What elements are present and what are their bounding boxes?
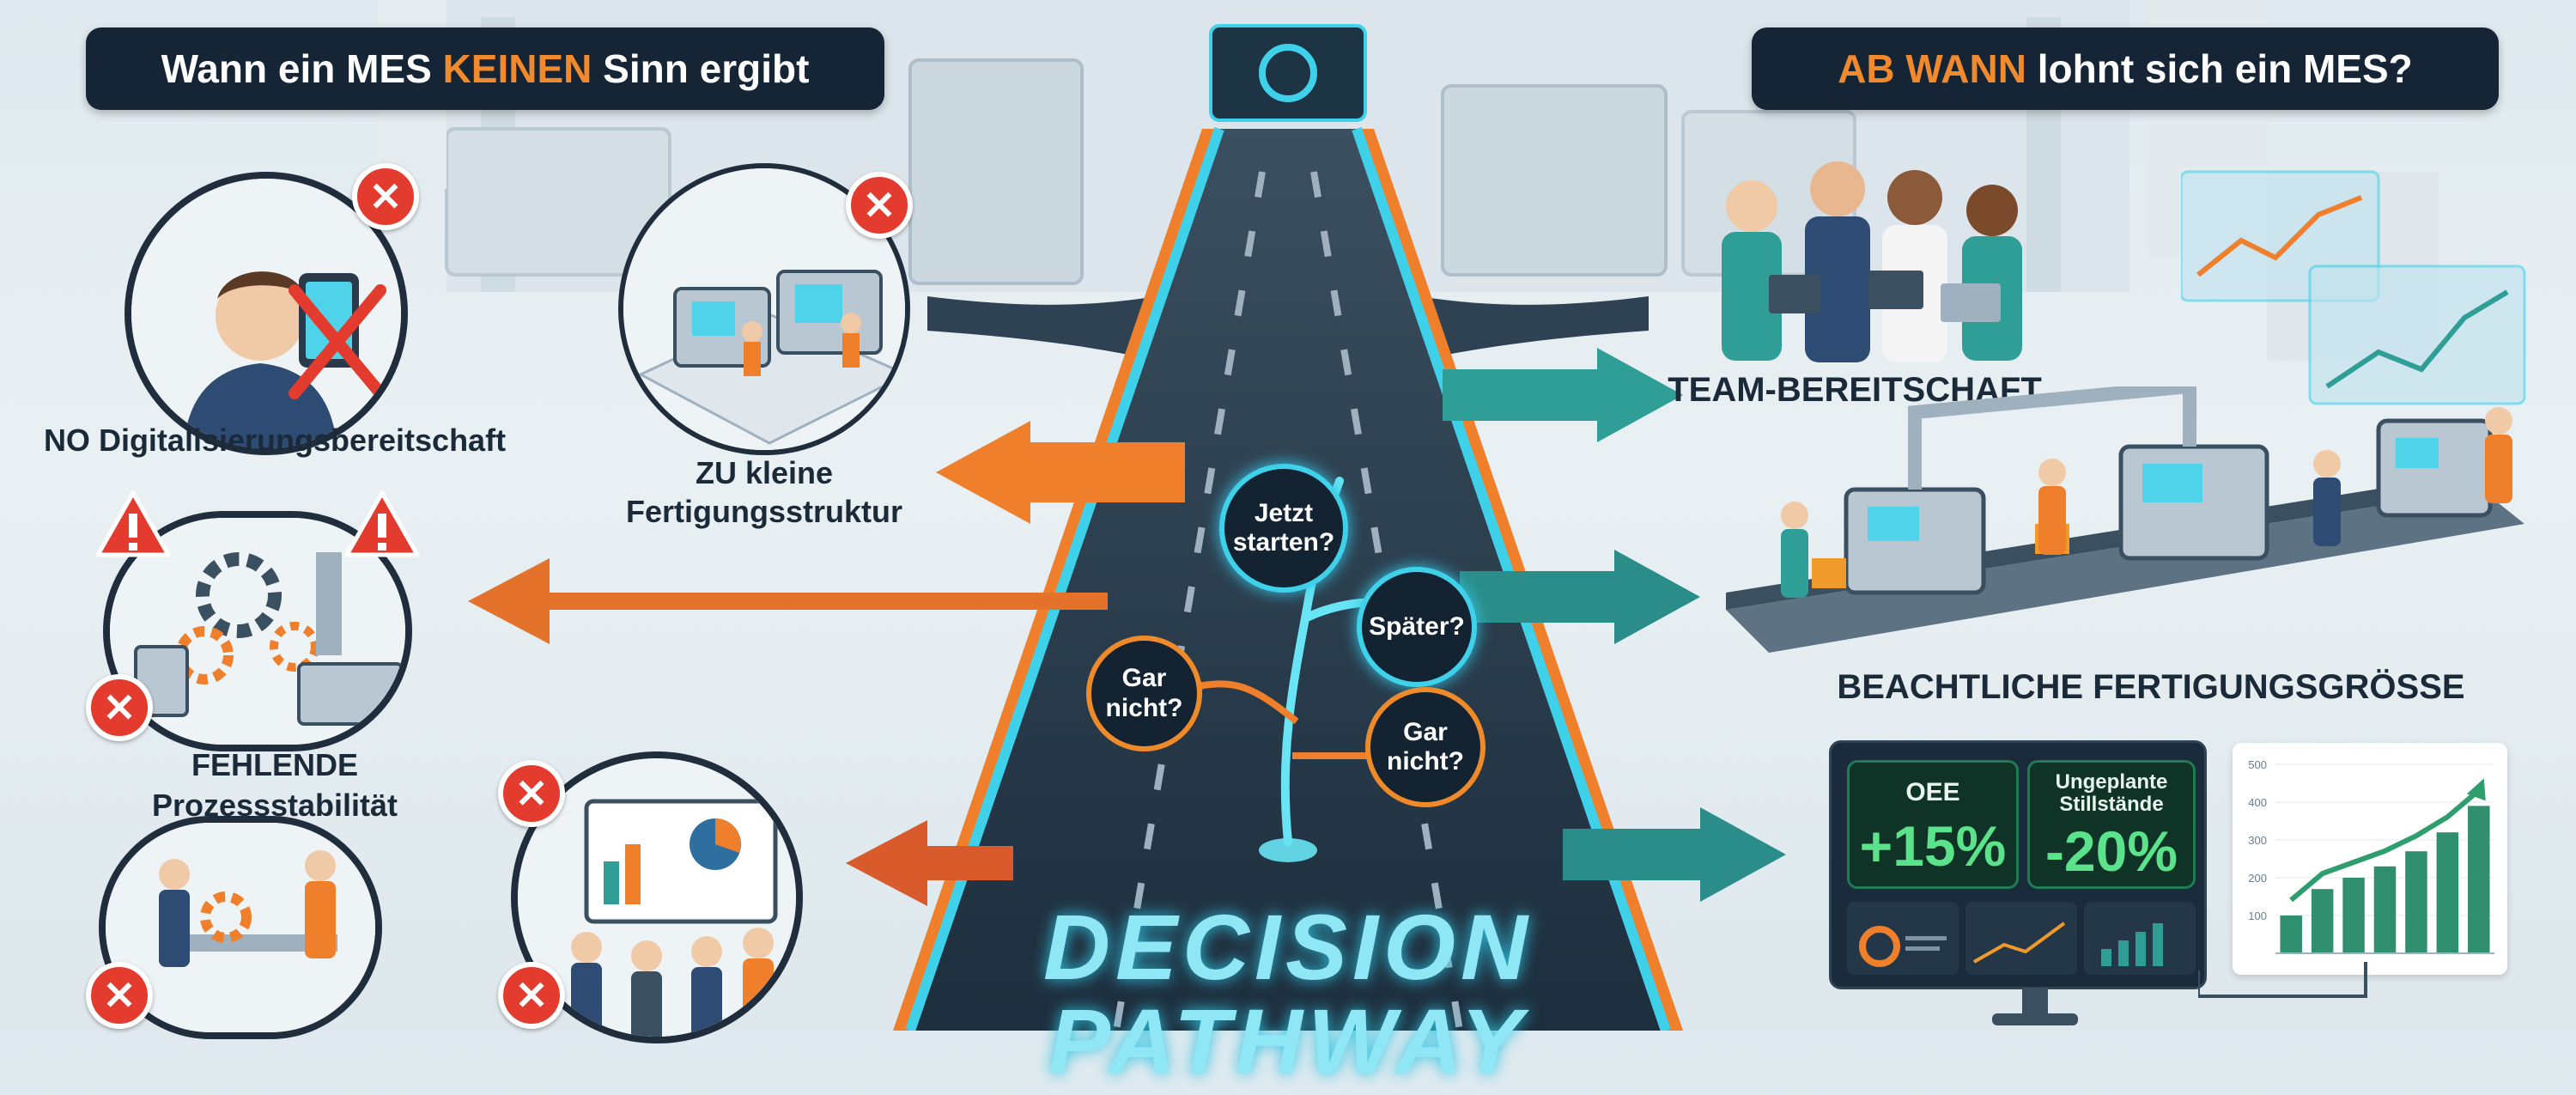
left-banner: Wann ein MES KEINEN Sinn ergibt xyxy=(86,27,884,110)
monitor-stand xyxy=(1992,988,2078,1025)
warning-icon xyxy=(95,490,171,557)
right-banner: AB WANN lohnt sich ein MES? xyxy=(1752,27,2499,110)
bar xyxy=(2436,832,2459,953)
close-icon: ✕ xyxy=(352,163,419,230)
decision-never-a-l2: nicht? xyxy=(1105,693,1183,722)
team-illustration xyxy=(1683,129,2044,386)
kpi-downtime-label-l1: Ungeplante xyxy=(2055,770,2168,794)
arrow-right-3 xyxy=(1563,807,1786,902)
close-icon: ✕ xyxy=(498,760,565,827)
road-title-1: DECISION xyxy=(1042,895,1534,999)
bar xyxy=(2405,851,2427,953)
label-process-stability: FEHLENDE Prozessstabilität xyxy=(112,745,438,826)
label-small-manufacturing-l2: Fertigungsstruktur xyxy=(625,494,902,529)
road-title-2: PATHWAY xyxy=(1048,989,1528,1093)
close-icon: ✕ xyxy=(846,172,913,239)
growth-chart: 500 400 300 200 100 xyxy=(2248,758,2494,954)
arrow-right-2 xyxy=(1460,550,1700,644)
decision-later-bubble: Später? xyxy=(1357,567,1477,687)
label-manufacturing-size: BEACHTLICHE FERTIGUNGSGRÖSSE xyxy=(1837,668,2465,706)
close-icon: ✕ xyxy=(498,962,565,1029)
y-tick-label: 500 xyxy=(2248,758,2267,771)
warning-icon xyxy=(344,490,420,557)
y-tick-label: 400 xyxy=(2248,796,2267,809)
label-no-digital-readiness: NO Digitalisierungsbereitschaft xyxy=(43,423,507,458)
left-banner-pre: Wann ein MES xyxy=(161,46,432,91)
trend-arrowhead xyxy=(2466,778,2486,801)
kpi-downtime-label-l2: Stillstände xyxy=(2059,793,2164,817)
y-tick-label: 100 xyxy=(2248,909,2267,922)
decision-never-b-l2: nicht? xyxy=(1387,747,1464,776)
mini-gauge-panel xyxy=(1847,902,1959,975)
kpi-oee-card: OEE +15% xyxy=(1847,760,2019,889)
right-banner-highlight: AB WANN xyxy=(1838,46,2026,91)
arrow-left-1 xyxy=(936,421,1185,524)
decision-later: Später? xyxy=(1369,611,1465,641)
monitor-cable xyxy=(2198,962,2367,998)
y-tick-label: 200 xyxy=(2248,872,2267,885)
left-banner-post: Sinn ergibt xyxy=(603,46,810,91)
growth-chart-card: 500 400 300 200 100 xyxy=(2233,743,2507,975)
decision-now-l1: Jetzt xyxy=(1254,498,1314,527)
direction-arrows xyxy=(468,348,1786,906)
production-line-illustration xyxy=(1726,386,2524,653)
label-small-manufacturing: ZU kleine Fertigungsstruktur xyxy=(550,453,979,531)
decision-now-l2: starten? xyxy=(1232,528,1335,557)
bar xyxy=(2468,806,2490,953)
kpi-downtime-value: -20% xyxy=(2044,818,2178,883)
left-banner-highlight: KEINEN xyxy=(442,46,592,91)
label-small-manufacturing-l1: ZU kleine xyxy=(695,455,834,490)
arrow-right-1 xyxy=(1443,348,1683,442)
kpi-oee-label: OEE xyxy=(1905,778,1960,806)
kpi-oee-value: +15% xyxy=(1859,814,2007,878)
bar xyxy=(2373,866,2397,953)
arrow-left-2 xyxy=(468,558,1108,644)
confused-team-illustration xyxy=(511,751,803,1043)
close-icon: ✕ xyxy=(86,674,153,741)
bar xyxy=(2280,916,2302,953)
close-icon: ✕ xyxy=(86,962,153,1029)
decision-never-b-l1: Gar xyxy=(1403,717,1448,746)
mini-bars-panel xyxy=(2084,902,2196,975)
right-banner-post: lohnt sich ein MES? xyxy=(2037,46,2413,91)
arrow-left-3 xyxy=(846,820,1013,906)
bar xyxy=(2311,889,2334,953)
y-tick-label: 300 xyxy=(2248,834,2267,847)
mini-trend-panel xyxy=(1965,902,2077,975)
trend-line xyxy=(2289,788,2481,903)
bar xyxy=(2342,878,2365,953)
label-process-stability-l1: FEHLENDE xyxy=(191,747,358,782)
floating-screens xyxy=(2181,170,2526,405)
decision-never-a-l1: Gar xyxy=(1121,664,1167,692)
